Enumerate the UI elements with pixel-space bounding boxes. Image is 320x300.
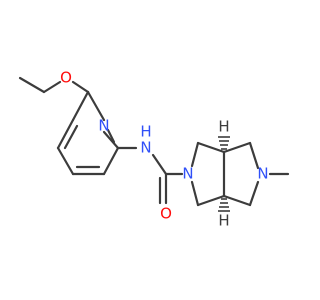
bond-ethyl-ch3-ch2: [18, 76, 46, 94]
bond-ring-n1-c2-double: [106, 128, 116, 144]
molecule-structure: O N H N O N N H H: [18, 69, 290, 230]
atom-n-ring-right: N: [257, 165, 268, 183]
bond-ring-c5-c6-double: [63, 124, 79, 150]
bond-ring-c2-c3: [102, 146, 120, 176]
bond-ring-c5-c6: [56, 118, 75, 150]
bond-ring-c6-top: [71, 90, 90, 122]
atom-n-ring-left: N: [182, 165, 193, 183]
atom-o-ether: O: [60, 69, 72, 87]
bond-ringN-ch2-bottom: [190, 180, 200, 207]
atom-h-bottom: H: [218, 212, 229, 230]
atom-h-top: H: [218, 118, 229, 136]
bond-ch2-right-bottom-n: [248, 180, 260, 207]
bond-ch2-right-top-n: [248, 141, 260, 170]
bond-ring-c4-c5: [56, 146, 75, 176]
atom-o-carbonyl: O: [160, 205, 172, 223]
bond-ring-n1-c2: [102, 130, 120, 150]
bond-c6a-ch2-right-bottom: [222, 194, 252, 207]
atom-n-pyridine: N: [98, 117, 109, 135]
bond-ch2-bottom-c6a: [196, 194, 226, 207]
bond-ethyl-ch2-o: [42, 80, 62, 94]
bond-ringN-ch2-top: [190, 141, 200, 168]
bond-c3a-ch2-right-top: [222, 141, 252, 154]
stereo-hash-bottom: [218, 198, 230, 212]
atom-n-amide: N: [140, 139, 151, 157]
bond-ch2-top-c3a: [196, 141, 226, 154]
bond-nh-to-carbonyl: [151, 153, 168, 176]
bond-o-ring: [71, 80, 90, 94]
atom-h-amide: H: [140, 123, 151, 141]
stereo-hash-top: [218, 136, 230, 150]
molecule-canvas: O N H N O N N H H: [18, 68, 290, 230]
bond-ring-c6-n1: [86, 90, 106, 122]
